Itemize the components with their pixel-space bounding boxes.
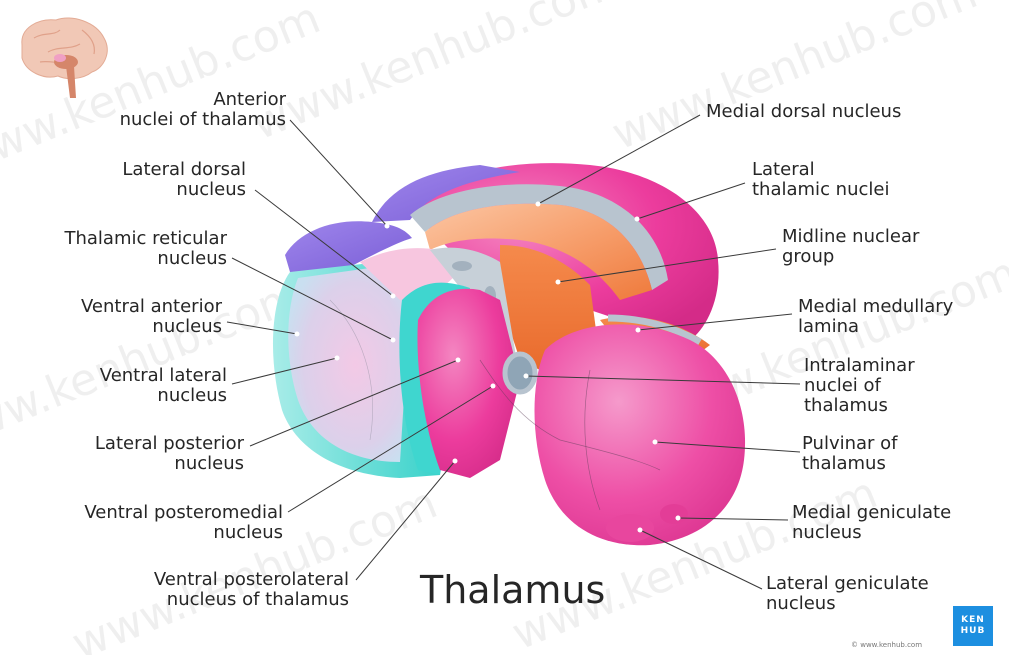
copyright-credit: © www.kenhub.com (851, 641, 922, 649)
medial-geniculate-nucleus (660, 504, 688, 524)
thalamus-illustration (273, 163, 745, 545)
label-medial-dorsal-nucleus: Medial dorsal nucleus (706, 102, 901, 122)
diagram-title: Thalamus (420, 568, 605, 612)
pulvinar (534, 324, 745, 545)
lateral-geniculate-nucleus (606, 514, 654, 542)
intralaminar-nuclei (505, 354, 535, 392)
